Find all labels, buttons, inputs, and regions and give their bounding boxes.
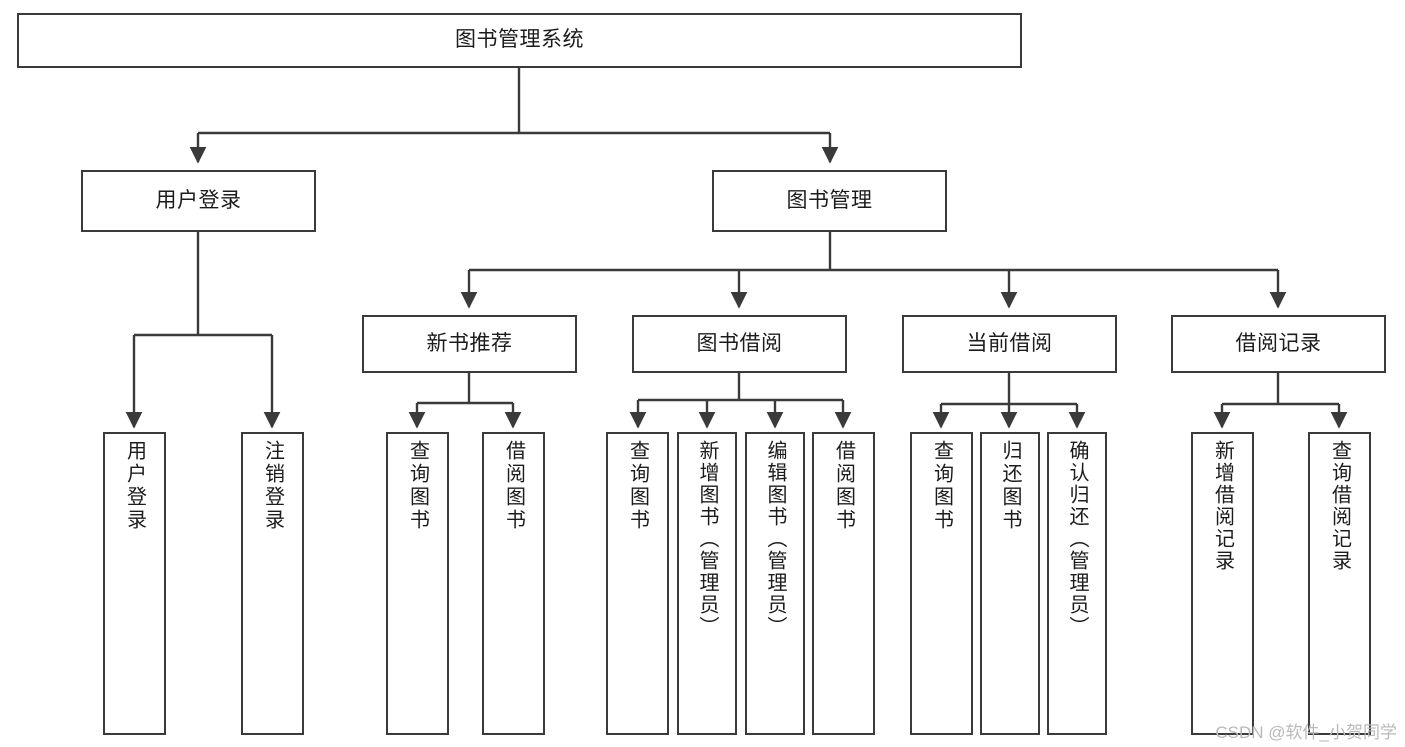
leaf-query-borrow-record[interactable]: 查询借阅记录 [1308, 432, 1371, 735]
node-label: 归还图书 [999, 440, 1021, 532]
leaf-confirm-return-admin[interactable]: 确认归还（管理员） [1047, 432, 1107, 735]
node-label: 借阅图书 [832, 440, 855, 532]
node-current-borrow[interactable]: 当前借阅 [902, 315, 1117, 373]
node-label: 借阅图书 [502, 440, 525, 532]
node-new-book-recommend[interactable]: 新书推荐 [362, 315, 577, 373]
node-label: 查询图书 [930, 440, 953, 532]
node-label: 借阅记录 [1235, 331, 1322, 355]
node-label: 新增借阅记录 [1211, 440, 1234, 572]
leaf-return-book[interactable]: 归还图书 [980, 432, 1040, 735]
leaf-user-logout[interactable]: 注销登录 [241, 432, 304, 735]
node-label: 确认归还（管理员） [1066, 440, 1088, 638]
leaf-query-book-current[interactable]: 查询图书 [910, 432, 973, 735]
leaf-add-borrow-record[interactable]: 新增借阅记录 [1191, 432, 1254, 735]
node-label: 图书管理 [786, 188, 873, 212]
node-label: 新增图书（管理员） [696, 440, 718, 638]
leaf-user-login[interactable]: 用户登录 [103, 432, 166, 735]
node-label: 当前借阅 [966, 331, 1053, 355]
node-label: 编辑图书（管理员） [764, 440, 786, 638]
leaf-edit-book-admin[interactable]: 编辑图书（管理员） [745, 432, 805, 735]
leaf-add-book-admin[interactable]: 新增图书（管理员） [677, 432, 737, 735]
node-label: 用户登录 [123, 440, 146, 532]
node-book-borrow[interactable]: 图书借阅 [632, 315, 847, 373]
node-borrow-record[interactable]: 借阅记录 [1171, 315, 1386, 373]
leaf-borrow-book-recommend[interactable]: 借阅图书 [482, 432, 545, 735]
node-book-management[interactable]: 图书管理 [712, 170, 947, 232]
node-root-book-management-system[interactable]: 图书管理系统 [17, 13, 1022, 68]
node-label: 用户登录 [155, 188, 242, 212]
node-label: 查询图书 [406, 440, 429, 532]
node-label: 查询图书 [626, 440, 649, 532]
leaf-query-book-recommend[interactable]: 查询图书 [386, 432, 449, 735]
node-label: 图书借阅 [696, 331, 783, 355]
node-label: 新书推荐 [426, 331, 513, 355]
node-label: 注销登录 [261, 440, 284, 532]
leaf-borrow-book[interactable]: 借阅图书 [812, 432, 875, 735]
node-label: 查询借阅记录 [1328, 440, 1351, 572]
leaf-query-book-borrow[interactable]: 查询图书 [606, 432, 669, 735]
csdn-watermark: CSDN @软件_小贺同学 [1215, 723, 1397, 742]
node-user-login[interactable]: 用户登录 [81, 170, 316, 232]
node-label: 图书管理系统 [455, 28, 584, 52]
